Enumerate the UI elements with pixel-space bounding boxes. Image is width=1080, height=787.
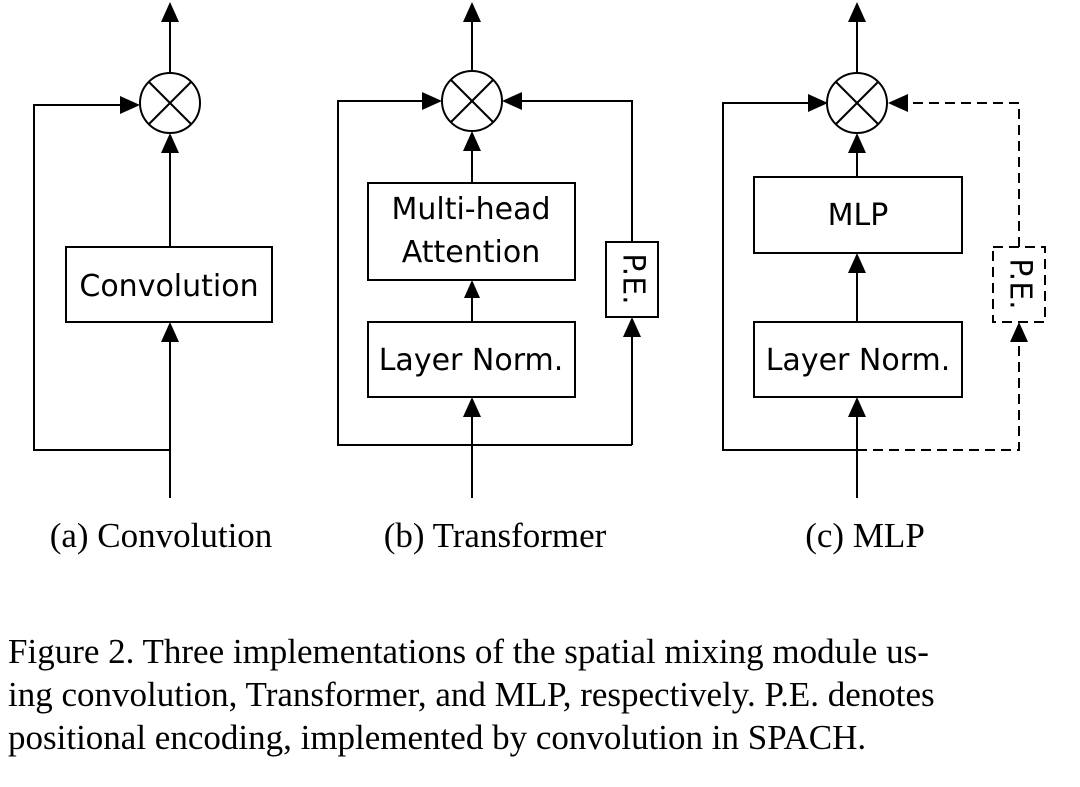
figure-caption: Figure 2. Three implementations of the s… bbox=[8, 630, 1074, 759]
multiply-icon bbox=[826, 72, 888, 134]
attention-block bbox=[367, 182, 576, 281]
panel-transformer: P.E. Layer Norm. Multi-head Attention (b… bbox=[337, 2, 659, 555]
pe-block-label: P.E. bbox=[616, 253, 651, 304]
arrow-to-multiply bbox=[463, 131, 481, 151]
convolution-block bbox=[65, 246, 273, 323]
arrow-to-pe bbox=[623, 317, 641, 337]
convolution-block-label: Convolution bbox=[79, 269, 258, 304]
arrow-to-convolution bbox=[161, 322, 179, 342]
arrow-pe-to-multiply bbox=[888, 94, 908, 112]
skip-connection bbox=[722, 102, 857, 451]
arrow-pe-to-multiply bbox=[502, 92, 522, 110]
skip-connection bbox=[33, 104, 170, 451]
panel-convolution: Convolution (a) Convolution bbox=[33, 2, 273, 555]
multiply-icon bbox=[139, 72, 201, 134]
layer-norm-block-label: Layer Norm. bbox=[379, 343, 564, 378]
pe-branch-edge bbox=[857, 340, 1020, 451]
caption-line: ing convolution, Transformer, and MLP, r… bbox=[8, 675, 935, 714]
caption-line: positional encoding, implemented by conv… bbox=[8, 718, 867, 757]
arrow-to-layer-norm bbox=[848, 397, 866, 417]
arrow-skip-to-multiply bbox=[120, 96, 140, 114]
caption-line: Figure 2. Three implementations of the s… bbox=[8, 632, 929, 671]
panel-mlp: P.E. Layer Norm. MLP (c) MLP bbox=[722, 2, 1046, 555]
arrow-skip-to-multiply bbox=[422, 92, 442, 110]
arrow-to-attention bbox=[464, 280, 480, 298]
arrow-to-layer-norm bbox=[463, 397, 481, 417]
skip-connection bbox=[337, 100, 472, 446]
arrow-to-multiply bbox=[848, 133, 866, 153]
attention-block-label-line1: Multi-head bbox=[391, 192, 550, 227]
layer-norm-block-label: Layer Norm. bbox=[766, 343, 951, 378]
panel-b-caption: (b) Transformer bbox=[384, 516, 607, 555]
pe-to-multiply-edge bbox=[908, 102, 1020, 247]
pe-block bbox=[992, 246, 1046, 323]
output-arrow bbox=[463, 2, 481, 22]
panel-c-caption: (c) MLP bbox=[805, 516, 925, 555]
arrow-to-pe bbox=[1010, 322, 1028, 342]
layer-norm-block bbox=[367, 321, 576, 398]
output-arrow bbox=[161, 2, 179, 22]
multiply-icon bbox=[441, 70, 503, 132]
pe-to-multiply-edge bbox=[521, 100, 633, 242]
arrow-skip-to-multiply bbox=[808, 94, 828, 112]
output-arrow bbox=[848, 2, 866, 22]
mlp-block bbox=[753, 176, 963, 254]
pe-block-label: P.E. bbox=[1003, 258, 1038, 309]
panel-a-caption: (a) Convolution bbox=[50, 516, 273, 555]
pe-block bbox=[605, 241, 659, 318]
attention-block-label-line2: Attention bbox=[402, 235, 540, 270]
layer-norm-block bbox=[753, 321, 963, 398]
arrow-to-mlp bbox=[848, 253, 866, 273]
arrow-to-multiply bbox=[161, 133, 179, 153]
mlp-block-label: MLP bbox=[828, 198, 889, 233]
